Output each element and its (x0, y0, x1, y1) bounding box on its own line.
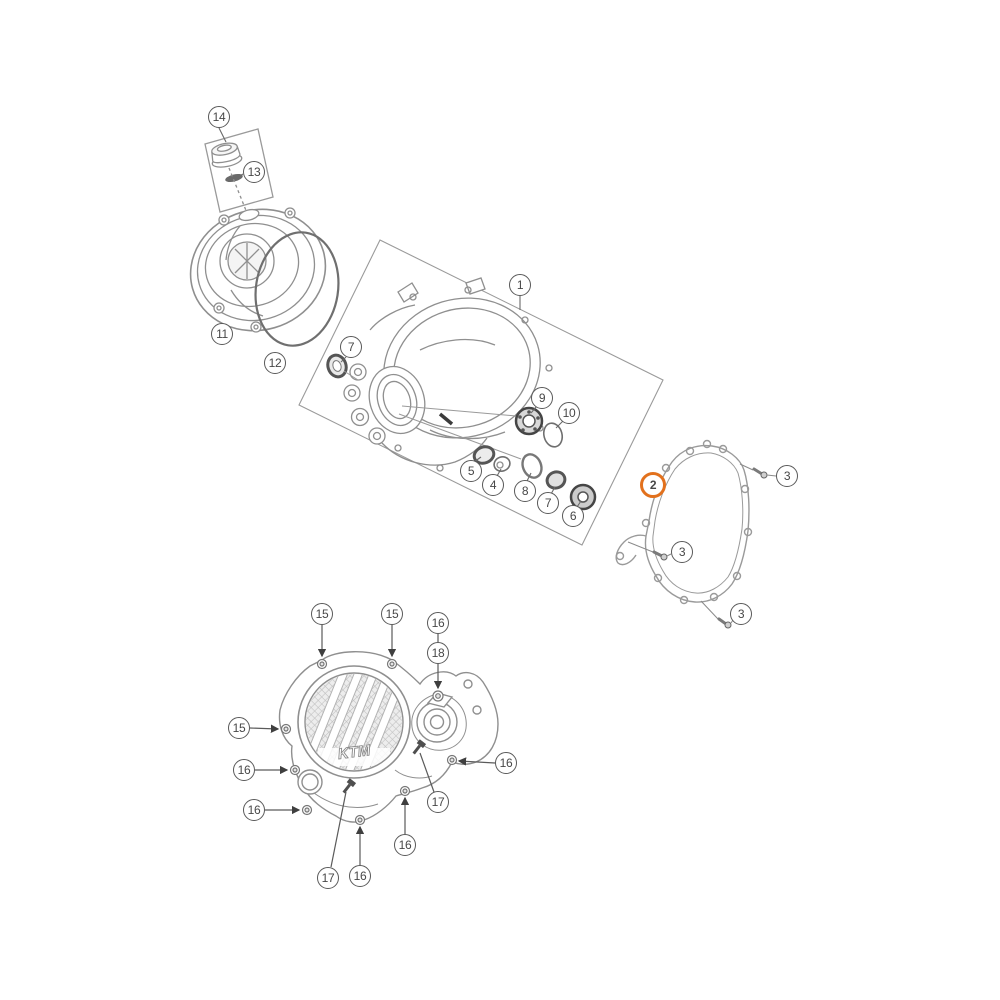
screw-17-left (342, 778, 357, 794)
callout-label: 2 (649, 478, 657, 492)
callout-label: 17 (431, 795, 445, 809)
callout-label: 3 (678, 545, 686, 559)
outer-clutch-cover-group (189, 127, 340, 347)
callout-part-3[interactable]: 3 (730, 603, 752, 625)
cover-bolts (280, 658, 458, 826)
callout-part-1[interactable]: 1 (509, 274, 531, 296)
callout-part-16[interactable]: 16 (495, 752, 517, 774)
callout-label: 16 (398, 838, 412, 852)
callout-label: 10 (562, 406, 576, 420)
callout-label: 16 (353, 869, 367, 883)
cap-detail-box (204, 128, 274, 213)
callout-part-16[interactable]: 16 (349, 865, 371, 887)
bearing-9 (514, 406, 544, 436)
callout-label: 3 (783, 469, 791, 483)
callout-part-16[interactable]: 16 (394, 834, 416, 856)
cover-dome: KTM (297, 665, 411, 779)
group-1-box (298, 239, 664, 546)
callout-part-6[interactable]: 6 (562, 505, 584, 527)
callout-label: 4 (489, 478, 497, 492)
callout-label: 9 (538, 391, 546, 405)
inner-clutch-cover-group (298, 239, 664, 546)
callout-label: 5 (467, 464, 475, 478)
oring-10 (542, 422, 564, 448)
screw-17-right (412, 739, 427, 755)
callout-label: 15 (315, 607, 329, 621)
shaft-seal-bottom (545, 470, 567, 490)
callout-part-5[interactable]: 5 (460, 460, 482, 482)
callout-part-7[interactable]: 7 (340, 336, 362, 358)
callout-part-3[interactable]: 3 (671, 541, 693, 563)
callout-label: 3 (737, 607, 745, 621)
bearing-6 (569, 483, 597, 511)
callout-part-10[interactable]: 10 (558, 402, 580, 424)
callout-part-16[interactable]: 16 (427, 612, 449, 634)
callout-label: 1 (516, 278, 524, 292)
callout-part-15[interactable]: 15 (228, 717, 250, 739)
callout-part-15[interactable]: 15 (311, 603, 333, 625)
callout-label: 8 (521, 484, 529, 498)
callout-label: 16 (431, 616, 445, 630)
callout-part-12[interactable]: 12 (264, 352, 286, 374)
callout-part-2[interactable]: 2 (640, 472, 666, 498)
callout-label: 7 (544, 496, 552, 510)
callout-label: 14 (212, 110, 226, 124)
callout-label: 15 (232, 721, 246, 735)
gasket-screw-mid (627, 541, 672, 561)
cover-gasket-ring (254, 231, 340, 347)
circlip-4 (493, 456, 511, 472)
callout-label: 16 (237, 763, 251, 777)
cover-hub (343, 304, 506, 466)
callout-part-14[interactable]: 14 (208, 106, 230, 128)
seal-5 (472, 445, 496, 465)
clutch-cover-gasket-group (615, 439, 777, 629)
callout-label: 12 (268, 356, 282, 370)
engine-side-cover-group: KTM (249, 625, 499, 868)
callout-part-4[interactable]: 4 (482, 474, 504, 496)
callout-part-17[interactable]: 17 (427, 791, 449, 813)
callout-part-17[interactable]: 17 (317, 867, 339, 889)
callout-part-16[interactable]: 16 (233, 759, 255, 781)
callout-part-15[interactable]: 15 (381, 603, 403, 625)
callout-label: 17 (321, 871, 335, 885)
oil-filler-cap (211, 142, 243, 168)
gasket-screw-bottom (700, 600, 734, 629)
callout-label: 6 (569, 509, 577, 523)
callout-label: 15 (385, 607, 399, 621)
callout-label: 18 (431, 646, 445, 660)
callout-label: 16 (247, 803, 261, 817)
callout-label: 16 (499, 756, 513, 770)
callout-part-13[interactable]: 13 (243, 161, 265, 183)
callout-part-3[interactable]: 3 (776, 465, 798, 487)
outer-clutch-cover (189, 207, 327, 333)
callout-label: 7 (347, 340, 355, 354)
seal-ring-8 (521, 453, 543, 479)
callout-part-9[interactable]: 9 (531, 387, 553, 409)
cap-oring (225, 173, 243, 183)
ktm-logo-text: KTM (337, 742, 372, 763)
callout-label: 13 (247, 165, 261, 179)
gasket-screw-top (739, 463, 777, 479)
callout-part-11[interactable]: 11 (211, 323, 233, 345)
callout-part-16[interactable]: 16 (243, 799, 265, 821)
water-pump-housing (411, 679, 482, 751)
callout-label: 11 (216, 327, 228, 341)
callout-part-7[interactable]: 7 (537, 492, 559, 514)
shaft-seal-left (326, 353, 359, 381)
callout-part-8[interactable]: 8 (514, 480, 536, 502)
callout-part-18[interactable]: 18 (427, 642, 449, 664)
